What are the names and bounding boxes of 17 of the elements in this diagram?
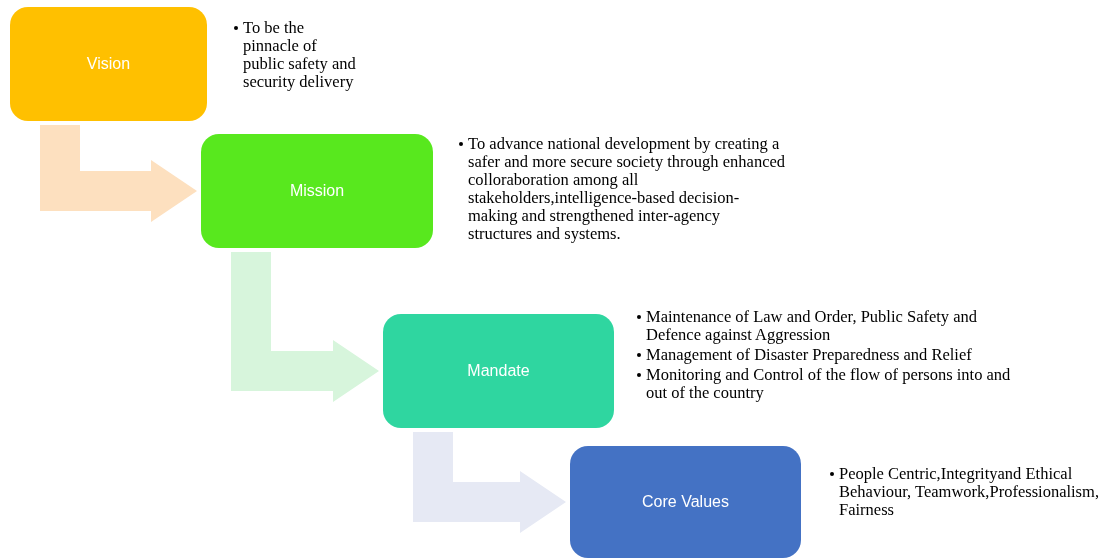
bullet-text: Management of Disaster Preparedness and Relief: [646, 345, 972, 364]
bullet-text: Monitoring and Control of the flow of persons into and out of the country: [646, 365, 1011, 402]
box-label: Core Values: [642, 493, 729, 511]
bent-arrow: [413, 432, 566, 533]
bent-arrow: [231, 252, 379, 402]
bullet-text: To be the pinnacle of public safety and security delivery: [243, 18, 356, 91]
bent-arrow: [40, 125, 197, 222]
bullet-text: Maintenance of Law and Order, Public Safety and Defence against Aggression: [646, 307, 978, 344]
box-label: Mandate: [467, 362, 530, 380]
rounded-box: [10, 7, 207, 121]
bullet-text: People Centric,Integrityand Ethical Behaviour, Teamwork,Professionalism, Fairness: [839, 464, 1099, 519]
box-label: Mission: [289, 182, 345, 200]
rounded-box: [383, 314, 614, 428]
box-label: Vision: [86, 55, 131, 73]
rounded-box: [570, 446, 801, 558]
bullet-text: To advance national development by creating a safer and more secure society through enhanced colloraboration among all stakeholders,intelligence-based decision-making and strengthened inter-agency structures and systems.: [468, 134, 786, 243]
rounded-box: [201, 134, 433, 248]
